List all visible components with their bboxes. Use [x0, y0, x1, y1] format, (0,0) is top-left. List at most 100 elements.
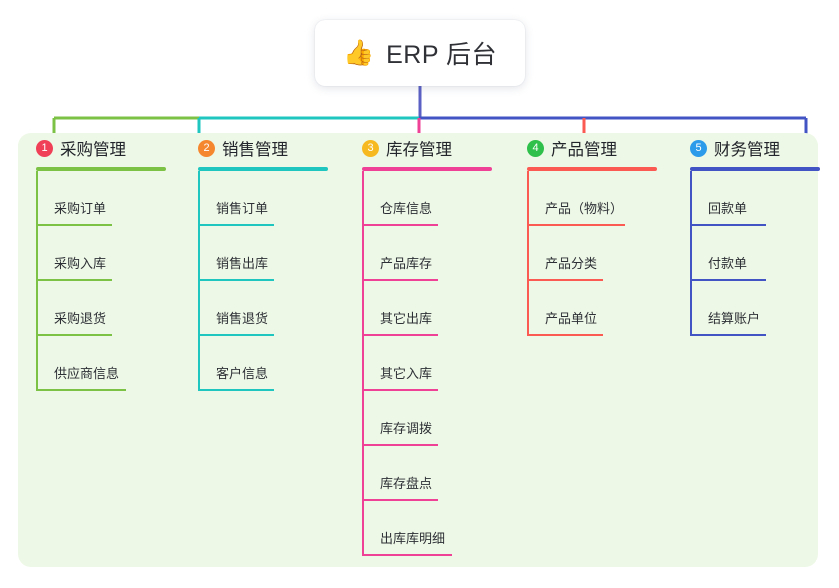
- branch-item-label: 仓库信息: [380, 201, 433, 216]
- branch-item-rule: [198, 389, 274, 391]
- branch-rule: [362, 167, 492, 171]
- branch-item-rule: [690, 224, 766, 226]
- branch-column-5: 5 财务管理回款单付款单结算账户: [672, 133, 838, 336]
- branch-item-list: 产品（物料） 产品分类产品单位: [509, 171, 675, 336]
- branch-item-label: 出库库明细: [380, 531, 446, 546]
- branch-item[interactable]: 销售订单: [180, 171, 346, 226]
- branch-item-label: 客户信息: [216, 366, 269, 381]
- branch-item-rule: [690, 334, 766, 336]
- branch-item[interactable]: 产品单位: [509, 281, 675, 336]
- branch-item-rule: [362, 499, 438, 501]
- branch-rule: [198, 167, 328, 171]
- branch-item-list: 回款单付款单结算账户: [672, 171, 838, 336]
- branch-item[interactable]: 其它出库: [344, 281, 510, 336]
- branch-badge-5: 5: [690, 139, 707, 157]
- branch-board: 1 采购管理采购订单采购入库采购退货供应商信息 2 销售管理销售订单销售出库销售退货客…: [18, 133, 820, 567]
- branch-item-rule: [527, 224, 625, 226]
- branch-spine: [527, 171, 529, 336]
- root-node[interactable]: 👍 ERP 后台: [315, 20, 525, 86]
- branch-item[interactable]: 采购订单: [18, 171, 184, 226]
- branch-spine: [690, 171, 692, 336]
- branch-title: 库存管理: [386, 141, 452, 159]
- branch-spine: [198, 171, 200, 391]
- branch-item-rule: [362, 444, 438, 446]
- branch-item-list: 采购订单采购入库采购退货供应商信息: [18, 171, 184, 391]
- branch-item-label: 销售出库: [216, 256, 269, 271]
- branch-header-1[interactable]: 1 采购管理: [18, 133, 184, 163]
- branch-rule: [527, 167, 657, 171]
- branch-item-rule: [527, 334, 603, 336]
- branch-rule: [690, 167, 820, 171]
- branch-item[interactable]: 库存盘点: [344, 446, 510, 501]
- branch-item-label: 销售退货: [216, 311, 269, 326]
- thumbs-up-icon: 👍: [342, 38, 375, 67]
- branch-item-label: 产品分类: [545, 256, 598, 271]
- branch-item[interactable]: 销售退货: [180, 281, 346, 336]
- branch-item[interactable]: 产品库存: [344, 226, 510, 281]
- branch-item-label: 产品单位: [545, 311, 598, 326]
- branch-column-1: 1 采购管理采购订单采购入库采购退货供应商信息: [18, 133, 184, 391]
- branch-item-rule: [527, 279, 603, 281]
- branch-item[interactable]: 其它入库: [344, 336, 510, 391]
- branch-item-rule: [362, 224, 438, 226]
- branch-badge-2: 2: [198, 139, 215, 157]
- branch-column-3: 3 库存管理仓库信息产品库存其它出库其它入库库存调拨库存盘点出库库明细: [344, 133, 510, 556]
- branch-header-3[interactable]: 3 库存管理: [344, 133, 510, 163]
- branch-item[interactable]: 产品分类: [509, 226, 675, 281]
- branch-item-rule: [36, 224, 112, 226]
- branch-item[interactable]: 回款单: [672, 171, 838, 226]
- branch-item[interactable]: 采购退货: [18, 281, 184, 336]
- branch-header-5[interactable]: 5 财务管理: [672, 133, 838, 163]
- branch-item[interactable]: 采购入库: [18, 226, 184, 281]
- branch-item-list: 仓库信息产品库存其它出库其它入库库存调拨库存盘点出库库明细: [344, 171, 510, 556]
- branch-item[interactable]: 客户信息: [180, 336, 346, 391]
- branch-spine: [362, 171, 364, 556]
- branch-item-label: 库存盘点: [380, 476, 433, 491]
- branch-item-rule: [690, 279, 766, 281]
- branch-header-2[interactable]: 2 销售管理: [180, 133, 346, 163]
- branch-item-label: 其它出库: [380, 311, 433, 326]
- branch-badge-3: 3: [362, 139, 379, 157]
- branch-item[interactable]: 产品（物料）: [509, 171, 675, 226]
- branch-item-label: 库存调拨: [380, 421, 433, 436]
- branch-title: 采购管理: [60, 141, 126, 159]
- branch-item[interactable]: 销售出库: [180, 226, 346, 281]
- branch-item-rule: [198, 334, 274, 336]
- branch-title: 财务管理: [714, 141, 780, 159]
- branch-item-label: 供应商信息: [54, 366, 120, 381]
- branch-item-rule: [198, 224, 274, 226]
- branch-item-label: 付款单: [708, 256, 748, 271]
- root-title: ERP 后台: [386, 41, 498, 69]
- branch-item[interactable]: 供应商信息: [18, 336, 184, 391]
- branch-item-rule: [362, 334, 438, 336]
- branch-item-label: 销售订单: [216, 201, 269, 216]
- branch-item-label: 采购订单: [54, 201, 107, 216]
- branch-spine: [36, 171, 38, 391]
- branch-item-label: 产品（物料）: [545, 201, 624, 216]
- branch-item-label: 采购退货: [54, 311, 107, 326]
- branch-title: 产品管理: [551, 141, 617, 159]
- branch-item-rule: [36, 389, 126, 391]
- branch-item-label: 采购入库: [54, 256, 107, 271]
- branch-item-label: 其它入库: [380, 366, 433, 381]
- branch-rule: [36, 167, 166, 171]
- branch-column-2: 2 销售管理销售订单销售出库销售退货客户信息: [180, 133, 346, 391]
- branch-item[interactable]: 付款单: [672, 226, 838, 281]
- branch-item-rule: [362, 554, 452, 556]
- branch-item[interactable]: 结算账户: [672, 281, 838, 336]
- branch-item-label: 结算账户: [708, 311, 761, 326]
- branch-item-rule: [362, 389, 438, 391]
- branch-item-rule: [198, 279, 274, 281]
- branch-item[interactable]: 仓库信息: [344, 171, 510, 226]
- branch-item[interactable]: 库存调拨: [344, 391, 510, 446]
- branch-item-label: 产品库存: [380, 256, 433, 271]
- branch-item-rule: [36, 279, 112, 281]
- branch-item-rule: [362, 279, 438, 281]
- branch-badge-1: 1: [36, 139, 53, 157]
- branch-item[interactable]: 出库库明细: [344, 501, 510, 556]
- branch-item-list: 销售订单销售出库销售退货客户信息: [180, 171, 346, 391]
- branch-title: 销售管理: [222, 141, 288, 159]
